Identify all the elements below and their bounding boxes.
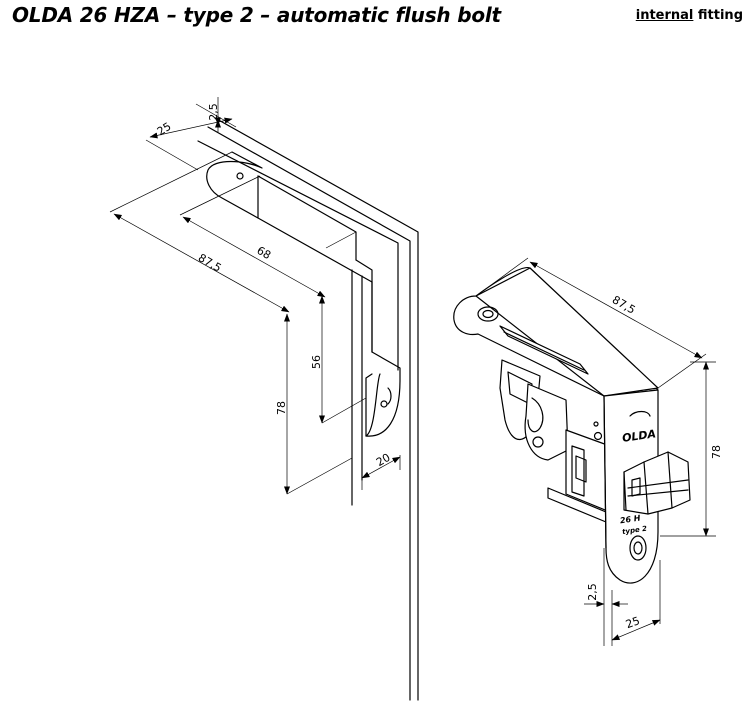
stamp-line-1: 26 H bbox=[619, 514, 641, 526]
dim-width: 25 bbox=[624, 614, 642, 631]
fitting-type-underlined: internal bbox=[635, 8, 694, 23]
fitting-type-rest: fitting bbox=[693, 8, 743, 23]
right-view-flush-bolt: OLDA 26 H type 2 bbox=[453, 267, 691, 584]
fitting-type-label: internal fitting bbox=[636, 8, 743, 23]
dim-height-inner: 56 bbox=[310, 355, 323, 369]
left-view-dimensions bbox=[109, 97, 401, 495]
right-view-dimensions bbox=[475, 257, 716, 646]
dim-gap: 2,5 bbox=[586, 583, 599, 601]
dim-top-gap: 2,5 bbox=[207, 103, 220, 121]
dim-height-outer: 78 bbox=[275, 401, 288, 415]
dim-depth: 20 bbox=[374, 451, 393, 469]
dim-width-top: 25 bbox=[155, 120, 174, 138]
dim-length-outer: 87,5 bbox=[196, 251, 224, 275]
dim-length: 87,5 bbox=[610, 293, 638, 317]
stamp-line-2: type 2 bbox=[622, 525, 648, 536]
olda-logo: OLDA bbox=[621, 427, 656, 445]
left-view-frame-cutout bbox=[197, 117, 419, 701]
dim-height: 78 bbox=[710, 445, 723, 459]
page-title: OLDA 26 HZA – type 2 – automatic flush b… bbox=[12, 3, 501, 27]
dim-length-inner: 68 bbox=[254, 244, 273, 262]
